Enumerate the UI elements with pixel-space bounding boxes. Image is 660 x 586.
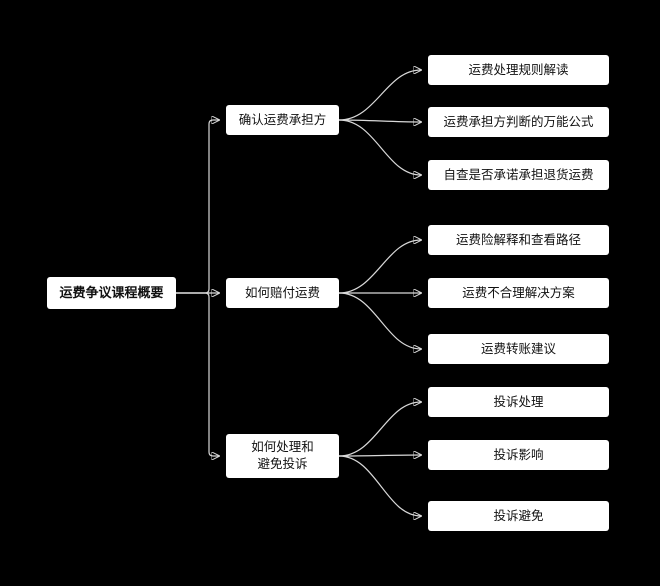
connector-branch-1-leaf-3 bbox=[338, 119, 421, 175]
connector-branch-2-leaf-3 bbox=[338, 292, 421, 349]
leaf-node-freight-transfer-advice: 运费转账建议 bbox=[428, 334, 609, 364]
leaf-node-complaint-impact: 投诉影响 bbox=[428, 440, 609, 470]
connector-branch-3-leaf-2 bbox=[338, 455, 421, 456]
leaf-node-freight-rules-interpretation: 运费处理规则解读 bbox=[428, 55, 609, 85]
connector-branch-3-leaf-1 bbox=[338, 402, 421, 457]
leaf-node-self-check-return-freight: 自查是否承诺承担退货运费 bbox=[428, 160, 609, 190]
connector-branch-1-leaf-1 bbox=[338, 70, 421, 121]
branch-node-confirm-freight-bearer: 确认运费承担方 bbox=[226, 105, 339, 135]
leaf-node-freight-bearer-formula: 运费承担方判断的万能公式 bbox=[428, 107, 609, 137]
root-node: 运费争议课程概要 bbox=[47, 277, 176, 309]
connector-branch-3-leaf-3 bbox=[338, 455, 421, 516]
connector-branch-1-leaf-2 bbox=[338, 120, 421, 122]
leaf-node-unreasonable-freight-solution: 运费不合理解决方案 bbox=[428, 278, 609, 308]
leaf-node-complaint-handling: 投诉处理 bbox=[428, 387, 609, 417]
branch-node-handle-avoid-complaints: 如何处理和 避免投诉 bbox=[226, 434, 339, 478]
connector-root-branch-3 bbox=[176, 292, 219, 456]
branch-node-how-to-compensate-freight: 如何赔付运费 bbox=[226, 278, 339, 308]
connector-root-branch-1 bbox=[176, 120, 219, 294]
leaf-node-freight-insurance-path: 运费险解释和查看路径 bbox=[428, 225, 609, 255]
connector-branch-2-leaf-1 bbox=[338, 240, 421, 294]
leaf-node-complaint-avoidance: 投诉避免 bbox=[428, 501, 609, 531]
